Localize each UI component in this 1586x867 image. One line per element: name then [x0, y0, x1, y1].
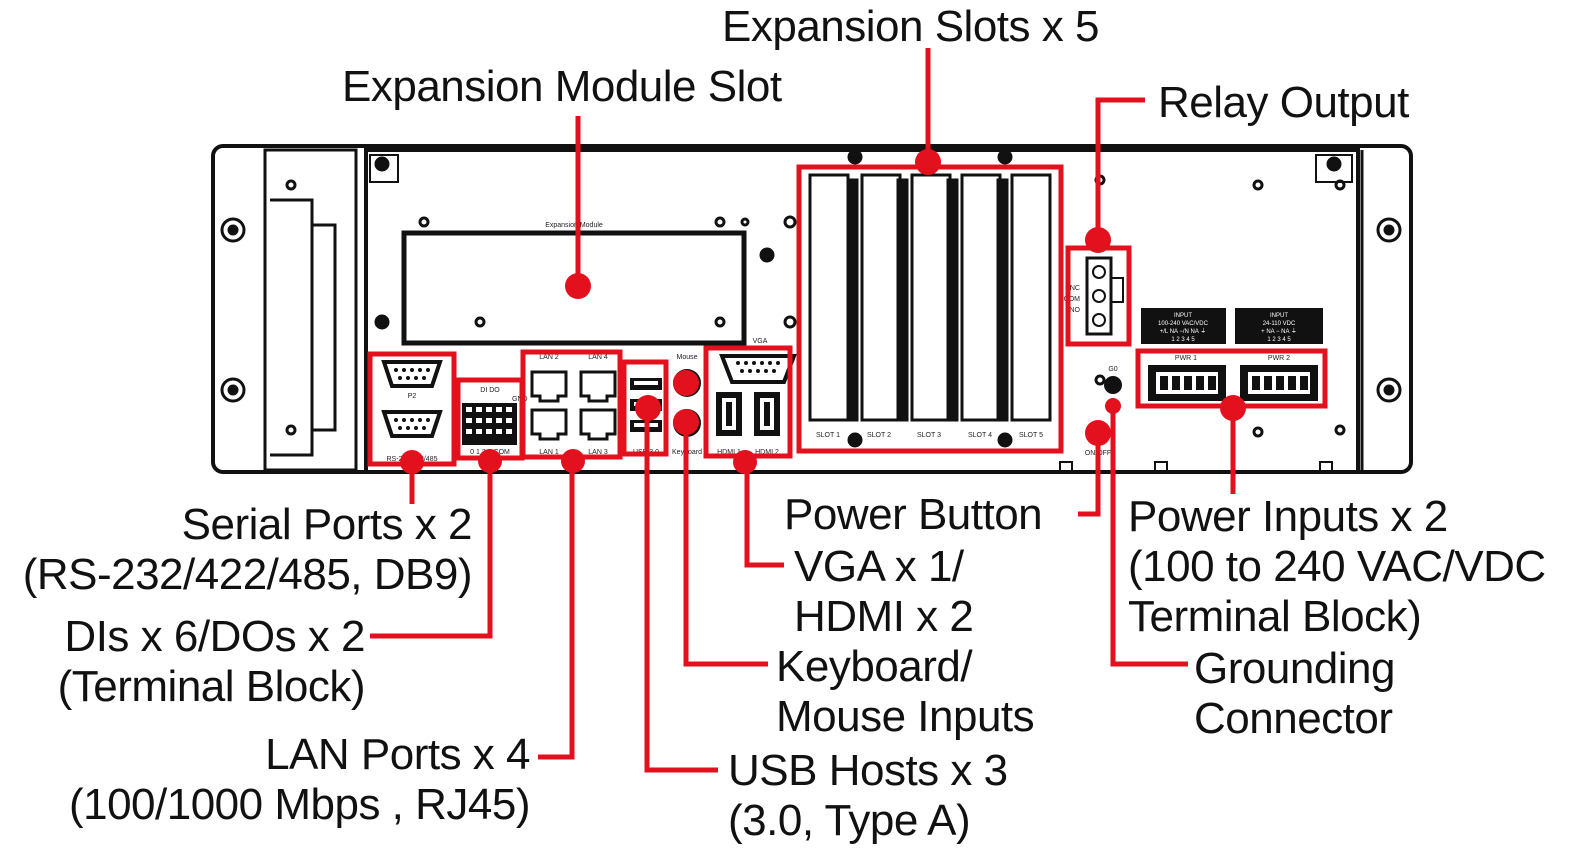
- callout-line: Mouse Inputs: [776, 692, 1035, 741]
- hdmi-text: HDMI 2: [755, 449, 779, 456]
- callout-line: (100 to 240 VAC/VDC: [1128, 542, 1546, 591]
- slot-label: SLOT 5: [1019, 432, 1043, 439]
- slot-2: [860, 173, 909, 422]
- rj45-port: [579, 370, 617, 403]
- input1-pins: +/L NA −/N NA ⏚: [1160, 328, 1206, 335]
- callout-usb-hosts: USB Hosts x 3 (3.0, Type A): [728, 746, 1008, 846]
- pwr-label: PWR 1: [1175, 355, 1197, 362]
- input1-spec: 100-240 VAC/VDC: [1158, 321, 1209, 327]
- callout-dio: DIs x 6/DOs x 2 (Terminal Block): [57, 612, 366, 712]
- slot-4: [960, 173, 1009, 422]
- slot-label: SLOT 4: [968, 432, 992, 439]
- callout-line: DIs x 6/DOs x 2: [64, 612, 365, 661]
- callout-line: USB Hosts x 3: [728, 746, 1008, 795]
- relay-connector: NC COM NO: [1064, 256, 1124, 336]
- relay-pin-label: NO: [1070, 307, 1081, 314]
- lan-label: LAN 4: [588, 354, 608, 361]
- callout-line: (Terminal Block): [57, 662, 366, 711]
- input2-spec: 24-110 VDC: [1263, 321, 1296, 327]
- db9-port-1: [381, 360, 443, 388]
- callout-line: (3.0, Type A): [728, 796, 971, 845]
- rj45-port: [530, 370, 568, 403]
- input2-title: INPUT: [1270, 313, 1288, 319]
- lan-ports: LAN 2 LAN 4 LAN 1 LAN 3: [530, 354, 617, 456]
- g0-text: G0: [1108, 366, 1117, 373]
- callout-vga-hdmi: VGA x 1/ HDMI x 2: [794, 542, 974, 642]
- hdmi-text: HDMI 1: [717, 449, 741, 456]
- input1-nums: 1 2 3 4 5: [1171, 337, 1195, 343]
- power-terminals: PWR 1 PWR 2: [1148, 355, 1318, 401]
- rj45-port: [579, 408, 617, 441]
- left-ear-plate: [263, 148, 358, 472]
- expansion-slots: [808, 173, 1052, 448]
- callout-dots: [400, 149, 1246, 474]
- vga-text: VGA: [753, 338, 768, 345]
- slot-label: SLOT 3: [917, 432, 941, 439]
- left-handle: [270, 198, 314, 457]
- panel-screws: [369, 149, 1353, 438]
- rj45-port: [530, 408, 568, 441]
- callout-relay-output: Relay Output: [1158, 78, 1409, 127]
- input2-nums: 1 2 3 4 5: [1267, 337, 1291, 343]
- mouse-text: Mouse: [676, 354, 697, 361]
- callout-serial-ports: Serial Ports x 2 (RS-232/422/485, DB9): [22, 500, 473, 600]
- lan-label: LAN 3: [588, 449, 608, 456]
- callout-line: HDMI x 2: [794, 592, 974, 641]
- callout-line: Power Inputs x 2: [1128, 492, 1448, 541]
- relay-pin-label: COM: [1064, 296, 1081, 303]
- callout-line: LAN Ports x 4: [265, 730, 530, 779]
- power-input-labels: INPUT 100-240 VAC/VDC +/L NA −/N NA ⏚ 1 …: [1141, 308, 1323, 344]
- slot-1: [808, 173, 859, 422]
- callout-keyboard-mouse: Keyboard/ Mouse Inputs: [776, 642, 1035, 742]
- callout-line: Grounding: [1194, 644, 1395, 693]
- slot-label: SLOT 2: [867, 432, 891, 439]
- callout-line: (RS-232/422/485, DB9): [22, 550, 473, 599]
- p2-text: P2: [408, 393, 417, 400]
- db9-port-2: [381, 410, 443, 438]
- slot-label: SLOT 1: [816, 432, 840, 439]
- slot-3: [910, 173, 959, 422]
- slot-labels: SLOT 1 SLOT 2 SLOT 3 SLOT 4 SLOT 5: [816, 432, 1043, 439]
- callout-power-button: Power Button: [784, 490, 1043, 539]
- main-panel: [364, 148, 1360, 474]
- callout-line: Terminal Block): [1128, 592, 1422, 641]
- callout-line: (100/1000 Mbps , RJ45): [68, 780, 531, 829]
- callout-expansion-slots: Expansion Slots x 5: [722, 2, 1099, 51]
- callout-line: Connector: [1194, 694, 1393, 743]
- lan-label: LAN 2: [539, 354, 559, 361]
- callout-lan-ports: LAN Ports x 4 (100/1000 Mbps , RJ45): [68, 730, 531, 830]
- slot-5: [1010, 173, 1052, 422]
- callout-grounding: Grounding Connector: [1194, 644, 1395, 744]
- relay-pin-label: NC: [1070, 285, 1080, 292]
- input1-title: INPUT: [1174, 313, 1192, 319]
- expansion-module-bay: Expansion Module: [401, 222, 747, 346]
- video-ports: VGA HDMI 1 HDMI 2: [716, 338, 797, 456]
- left-handle-inner: [312, 223, 337, 432]
- expansion-module-text: Expansion Module: [545, 222, 603, 229]
- lan-label: LAN 1: [539, 449, 559, 456]
- input2-pins: + NA − NA ⏚: [1261, 328, 1297, 335]
- callout-line: Keyboard/: [776, 642, 973, 691]
- chassis-feet: [1059, 461, 1333, 470]
- rack-holes: [220, 179, 1402, 436]
- pwr-label: PWR 2: [1268, 355, 1290, 362]
- callout-line: VGA x 1/: [794, 542, 964, 591]
- callout-expansion-module-slot: Expansion Module Slot: [342, 62, 782, 111]
- callout-power-inputs: Power Inputs x 2 (100 to 240 VAC/VDC Ter…: [1128, 492, 1546, 642]
- vga-port: [719, 354, 797, 384]
- dio-top-text: DI DO: [480, 387, 500, 394]
- callout-line: Serial Ports x 2: [181, 500, 473, 549]
